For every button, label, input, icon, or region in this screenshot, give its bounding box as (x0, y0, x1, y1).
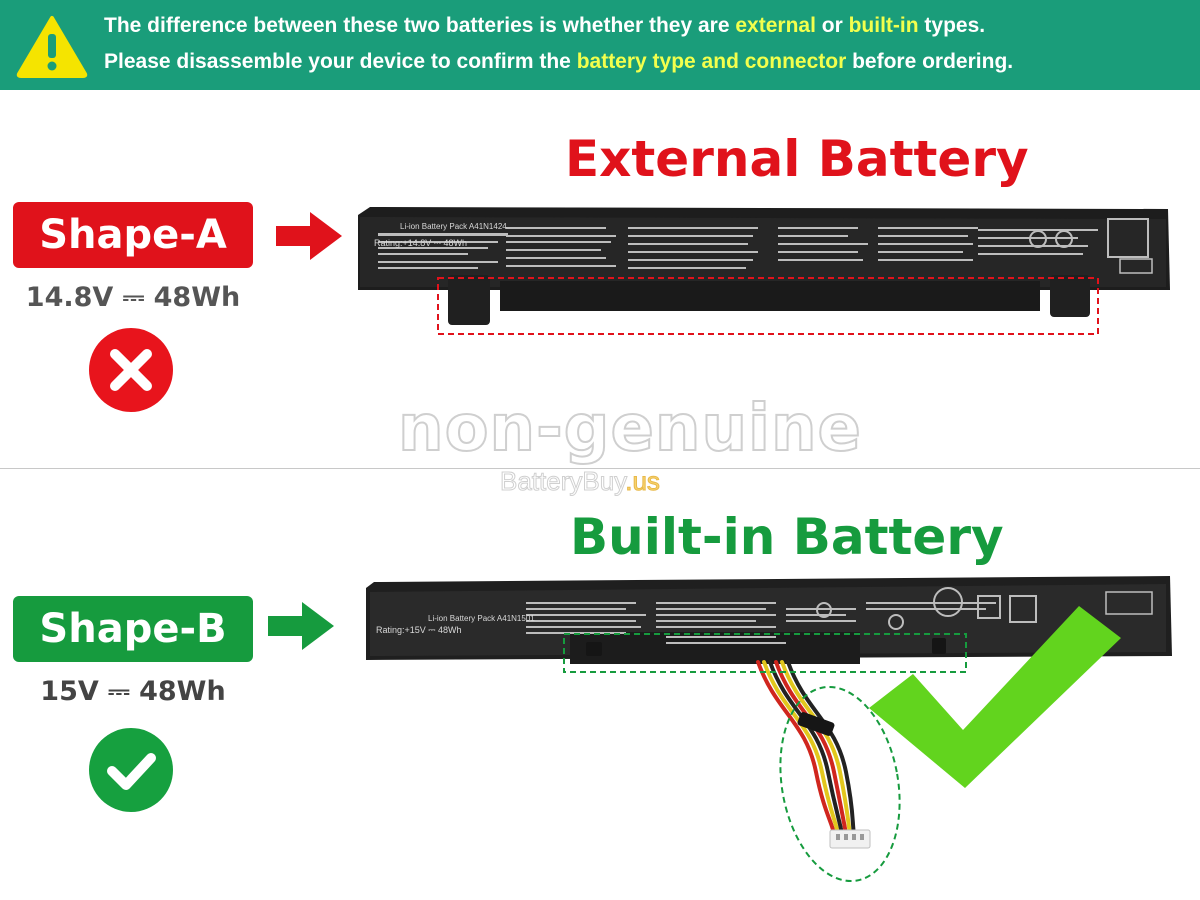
built-in-battery-image (366, 576, 1172, 883)
shape-b-spec: 15V ⎓ 48Wh (40, 676, 226, 707)
shape-b-badge: Shape-B (13, 596, 253, 662)
external-battery-title: External Battery (565, 130, 1029, 188)
shape-a-badge: Shape-A (13, 202, 253, 268)
watermark-text: non-genuine (397, 391, 862, 467)
watermark-site: BatteryBuy.us (499, 466, 660, 497)
built-in-battery-title: Built-in Battery (570, 508, 1004, 566)
warning-banner: The difference between these two batteri… (0, 0, 1200, 90)
section-divider (0, 468, 1200, 469)
banner-line-2: Please disassemble your device to confir… (104, 50, 1014, 73)
warning-triangle-icon (16, 16, 88, 78)
battery-b-pack-label: Li-ion Battery Pack A41N1501 (428, 614, 535, 623)
battery-a-rating-label: Rating:+14.8V ⎓ 48Wh (374, 238, 467, 248)
cross-icon (89, 328, 173, 412)
check-icon (89, 728, 173, 812)
arrow-right-icon (276, 212, 342, 260)
banner-line-1: The difference between these two batteri… (104, 14, 986, 37)
external-battery-image (358, 207, 1170, 335)
arrow-right-icon (268, 602, 334, 650)
battery-a-pack-label: Li-ion Battery Pack A41N1424 (400, 222, 507, 231)
battery-b-rating-label: Rating:+15V ⎓ 48Wh (376, 625, 462, 635)
shape-a-spec: 14.8V ⎓ 48Wh (25, 282, 241, 313)
large-check-mark-icon (869, 606, 1121, 788)
